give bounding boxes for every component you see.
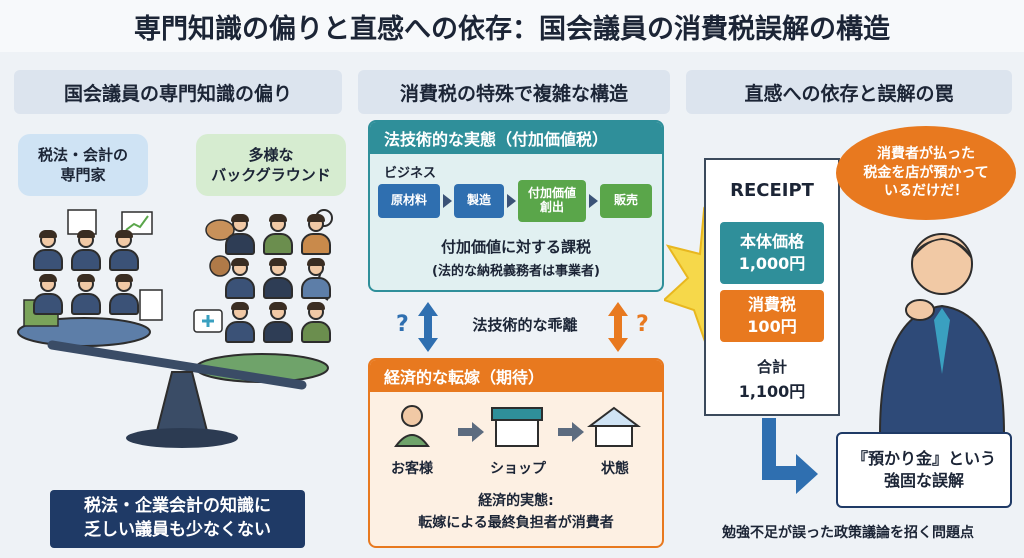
person-icon — [31, 230, 65, 272]
misconception-line-2: 強固な誤解 — [883, 471, 964, 490]
gap-arrows — [418, 302, 628, 352]
economic-flow-icons — [394, 405, 641, 447]
person-icon — [261, 302, 295, 344]
tax-label: 消費税 — [747, 295, 796, 315]
person-icon — [223, 214, 257, 256]
flow-arrow-icon — [589, 194, 598, 208]
right-column-header: 直感への依存と誤解の罠 — [686, 70, 1012, 114]
knowledge-gap-note: 税法・企業会計の知識に 乏しい議員も少なくない — [50, 490, 305, 548]
expert-group — [24, 222, 148, 326]
question-mark-left: ? — [396, 312, 409, 337]
house-icon — [587, 406, 641, 427]
person-icon — [107, 274, 141, 316]
note-line-1: 税法・企業会計の知識に — [84, 496, 271, 517]
econ-flow-state: 状態 — [601, 461, 629, 477]
shop-icon — [495, 417, 539, 447]
base-price-label: 本体価格 — [739, 232, 804, 252]
business-label: ビジネス — [384, 166, 437, 181]
econ-flow-shop: ショップ — [490, 461, 546, 477]
total-value: 1,100円 — [738, 382, 806, 401]
econ-line-1: 経済的実態: — [478, 493, 554, 509]
gap-label: 法技術的な乖離 — [472, 316, 578, 334]
base-price-value: 1,000円 — [738, 254, 806, 273]
arrow-right-icon — [558, 422, 584, 442]
scale-stand — [154, 371, 210, 436]
tax-value: 100円 — [747, 317, 797, 336]
flow-step-raw-materials: 原材料 — [378, 184, 440, 218]
diverse-line-1: 多様な — [248, 145, 294, 164]
misconception-line-1: 『預かり金』という — [851, 449, 996, 469]
misconception-box: 『預かり金』という 強固な誤解 — [836, 432, 1012, 508]
middle-column-header: 消費税の特殊で複雑な構造 — [358, 70, 670, 114]
scale-beam — [47, 340, 307, 390]
person-icon — [299, 214, 333, 256]
scale-base — [126, 428, 238, 448]
footer-caption: 勉強不足が誤った政策議論を招く問題点 — [722, 525, 974, 541]
total-label: 合計 — [756, 358, 787, 376]
thought-bubble: 消費者が払った 税金を店が預かって いるだけだ！ — [836, 126, 1016, 220]
person-icon — [261, 214, 295, 256]
flow-arrow-icon — [443, 194, 452, 208]
person-icon — [261, 258, 295, 300]
diverse-group — [216, 200, 340, 360]
flow-step-manufacturing: 製造 — [454, 184, 504, 218]
econ-flow-customer: お客様 — [391, 461, 433, 477]
main-title: 専門知識の偏りと直感への依存：国会議員の消費税誤解の構造 — [0, 0, 1024, 52]
double-arrow-orange-icon — [608, 302, 628, 352]
politician-illustration — [878, 233, 1006, 434]
economic-panel-title: 経済的な転嫁（期待） — [370, 360, 662, 392]
person-icon — [299, 258, 333, 300]
flow-step-value-added: 付加価値 創出 — [518, 180, 586, 222]
down-right-arrow — [762, 418, 818, 494]
arrow-right-icon — [458, 422, 484, 442]
expert-bubble: 税法・会計の 専門家 — [18, 134, 148, 196]
question-mark-right: ? — [636, 312, 649, 337]
clay-icon — [209, 255, 231, 277]
expert-line-2: 専門家 — [60, 166, 106, 184]
economic-shift-panel: 経済的な転嫁（期待） お客様 ショップ 状態 経済的実態: 転嫁による最終負担者… — [368, 358, 664, 548]
thought-line-2: 税金を店が預かって — [863, 164, 989, 181]
person-icon — [223, 302, 257, 344]
person-icon — [299, 302, 333, 344]
tax-box: 消費税 100円 — [720, 290, 824, 342]
expert-line-1: 税法・会計の — [37, 145, 128, 164]
diverse-bubble: 多様な バックグラウンド — [196, 134, 346, 196]
person-icon — [107, 230, 141, 272]
tie-icon — [934, 308, 950, 374]
legal-line-1: 付加価値に対する課税 — [440, 238, 591, 256]
person-icon — [31, 274, 65, 316]
person-icon — [69, 274, 103, 316]
thought-line-3: いるだけだ！ — [884, 183, 968, 200]
left-column-header: 国会議員の専門知識の偏り — [14, 70, 342, 114]
receipt-title: RECEIPT — [730, 180, 814, 201]
diverse-line-2: バックグラウンド — [211, 166, 331, 184]
legal-panel-title: 法技術的な実態（付加価値税） — [370, 122, 662, 154]
person-icon — [69, 230, 103, 272]
econ-line-2: 転嫁による最終負担者が消費者 — [418, 515, 614, 531]
receipt: RECEIPT 本体価格 1,000円 消費税 100円 合計 1,100円 — [704, 158, 840, 416]
legal-reality-panel: 法技術的な実態（付加価値税） ビジネス 原材料 製造 付加価値 創出 販売 付加… — [368, 120, 664, 292]
hand-icon — [905, 299, 935, 321]
flow-arrow-icon — [507, 194, 516, 208]
arrow-icon — [762, 418, 818, 494]
base-price-box: 本体価格 1,000円 — [720, 222, 824, 284]
flow-step-sales: 販売 — [600, 184, 652, 218]
thought-line-1: 消費者が払った — [877, 145, 975, 162]
customer-icon — [401, 405, 423, 427]
head-icon — [911, 233, 973, 295]
clipboard-icon — [139, 289, 163, 321]
balance-scale-illustration — [17, 209, 333, 448]
growth-line-icon — [125, 215, 149, 231]
note-line-2: 乏しい議員も少なくない — [84, 520, 271, 540]
person-icon — [223, 258, 257, 300]
legal-line-2: (法的な納税義務者は事業者) — [432, 264, 600, 279]
double-arrow-blue-icon — [418, 302, 438, 352]
